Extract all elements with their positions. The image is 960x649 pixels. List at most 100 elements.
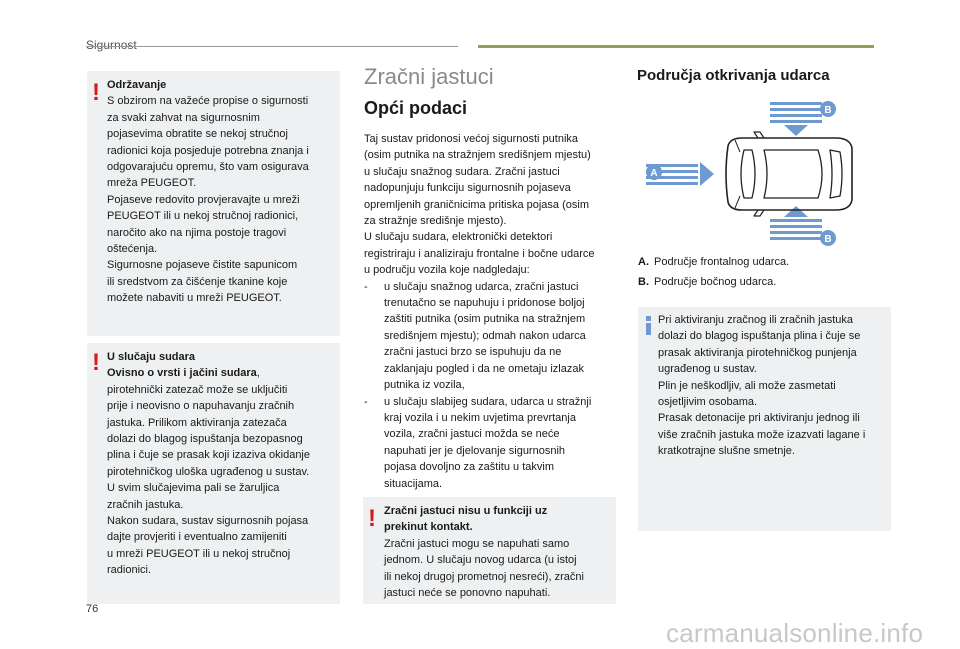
airbags-body: Taj sustav pridonosi većoj sigurnosti pu…	[364, 131, 620, 492]
bullet-line: vozila, zračni jastuci možda se neće	[384, 428, 560, 441]
body-line: u području vozila koje nadgledaju:	[364, 264, 530, 277]
info-line: ugrađenog u sustav.	[658, 363, 757, 376]
inactive-line: ili nekoj drugoj prometnoj nesreći), zra…	[384, 570, 584, 583]
collision-line: plina i čuje se prasak koji izaziva okid…	[107, 449, 310, 462]
bullet-line: središnjem mjestu); odmah nakon udarca	[384, 329, 586, 342]
collision-line: Nakon sudara, sustav sigurnosnih pojasa	[107, 515, 309, 528]
legend-item-b: B. Područje bočnog udarca.	[638, 276, 776, 288]
bullet-line: trenutačno se napuhuju i pridonose boljo…	[384, 297, 585, 310]
maintenance-line: naročito ako na njima postoje tragovi	[107, 226, 287, 239]
car-top-view	[725, 131, 853, 217]
inactive-line: jednom. U slučaju novog udarca (u istoj	[384, 554, 577, 567]
label-b-top-text: B	[824, 105, 831, 116]
bullet-item: u slučaju slabijeg sudara, udarca u stra…	[364, 394, 620, 492]
legend-key: A.	[638, 256, 649, 268]
label-b-bottom-text: B	[824, 234, 831, 245]
side-impact-arrows-top	[770, 102, 822, 136]
header-rule-left	[86, 46, 458, 47]
label-a: A	[646, 164, 662, 180]
legend-item-a: A. Područje frontalnog udarca.	[638, 256, 789, 268]
page-subtitle: Opći podaci	[364, 98, 468, 118]
legend-key: B.	[638, 276, 649, 288]
maintenance-line: mreža PEUGEOT.	[107, 177, 197, 190]
info-line: Pri aktiviranju zračnog ili zračnih jast…	[658, 314, 854, 326]
body-line: U slučaju sudara, elektronički detektori	[364, 231, 553, 244]
body-line: u slučaju snažnog sudara. Zračni jastuci	[364, 165, 560, 178]
maintenance-line: možete nabaviti u mreži PEUGEOT.	[107, 292, 282, 305]
collision-line: dajte provjeriti i eventualno zamijeniti	[107, 531, 287, 544]
page-number: 76	[86, 603, 99, 615]
bullet-item: u slučaju snažnog udarca, zračni jastuci…	[364, 279, 620, 394]
bullet-line: situacijama.	[384, 477, 443, 490]
info-box: Pri aktiviranju zračnog ili zračnih jast…	[638, 307, 891, 531]
info-line: prasak aktiviranja pirotehničkog punjenj…	[658, 346, 857, 359]
header-rule-right	[478, 45, 874, 48]
collision-line: zračnih jastuka.	[107, 498, 184, 511]
detection-title: Područja otkrivanja udarca	[637, 67, 830, 84]
bullet-line: pojasa dovoljno za zaštitu u takvim	[384, 461, 554, 474]
watermark: carmanualsonline.info	[666, 618, 924, 648]
inactive-title-line: Zračni jastuci nisu u funkciji uz	[384, 505, 548, 517]
inactive-line: jastuci neće se ponovno napuhati.	[384, 587, 551, 600]
maintenance-line: Pojaseve redovito provjeravajte u mreži	[107, 193, 300, 206]
bullet-line: zračni jastuci brzo se ispuhuju da ne	[384, 346, 562, 359]
body-line: nadopunjuju funkciju sigurnosnih pojasev…	[364, 182, 571, 195]
bullet-line: napuhati jer je djelovanje sigurnosnih	[384, 444, 566, 457]
airbag-inactive-warning-box: ! Zračni jastuci nisu u funkciji uz prek…	[363, 497, 616, 604]
impact-zones-diagram: B B A	[646, 101, 853, 246]
info-line: osjetljivim osobama.	[658, 396, 758, 409]
info-line: više zračnih jastuka može izazvati lagan…	[658, 428, 866, 441]
body-line: opremljenih graničnicima pritiska pojasa…	[364, 198, 589, 211]
info-icon	[646, 316, 651, 335]
info-line: kratkotrajne slušne smetnje.	[658, 445, 795, 458]
body-line: (osim putnika na stražnjem središnjem mj…	[364, 149, 591, 162]
collision-subtitle-rest: ,	[256, 367, 260, 380]
collision-subtitle-bold: Ovisno o vrsti i jačini sudara	[107, 367, 257, 380]
warning-icon: !	[92, 349, 100, 376]
bullet-line: kraj vozila i u nekim uvjetima prevrtanj…	[384, 411, 576, 424]
warning-icon: !	[92, 79, 100, 106]
info-line: Plin je neškodljiv, ali može zasmetati	[658, 379, 836, 392]
collision-subtitle: Ovisno o vrsti i jačini sudara,	[107, 365, 339, 381]
legend-text: Područje frontalnog udarca.	[654, 256, 790, 268]
inactive-line: Zračni jastuci mogu se napuhati samo	[384, 537, 570, 550]
maintenance-line: za svaki zahvat na sigurnosnim	[107, 111, 260, 124]
front-impact-arrows	[646, 162, 714, 186]
collision-line: radionici.	[107, 564, 152, 577]
maintenance-line: Sigurnosne pojaseve čistite sapunicom	[107, 259, 298, 272]
warning-icon: !	[368, 505, 376, 532]
label-b-top: B	[820, 101, 836, 117]
maintenance-warning-box: ! Održavanje S obzirom na važeće propise…	[87, 71, 340, 336]
maintenance-line: S obzirom na važeće propise o sigurnosti	[107, 95, 309, 108]
collision-line: pirotehnički zatezač može se uključiti	[107, 383, 288, 396]
collision-warning-box: ! U slučaju sudara Ovisno o vrsti i jači…	[87, 343, 340, 604]
bullet-line: u slučaju snažnog udarca, zračni jastuci	[384, 280, 579, 293]
legend-text: Područje bočnog udarca.	[654, 276, 777, 288]
info-line: dolazi do blagog ispuštanja plina i čuje…	[658, 330, 861, 343]
maintenance-line: oštećenja.	[107, 243, 158, 256]
inactive-title-line: prekinut kontakt.	[384, 521, 473, 534]
collision-line: prije i neovisno o napuhavanju zračnih	[107, 400, 295, 413]
side-impact-arrows-bottom	[770, 206, 822, 240]
section-header-label: Sigurnost	[86, 38, 137, 52]
collision-title: U slučaju sudara	[107, 351, 196, 363]
collision-line: dolazi do blagog ispuštanja bezopasnog	[107, 433, 303, 446]
maintenance-line: radionici koja posjeduje potrebna znanja…	[107, 144, 309, 157]
info-line: Prasak detonacije pri aktiviranju jednog…	[658, 412, 860, 425]
bullet-line: putnika iz vozila,	[384, 379, 465, 392]
bullet-line: u slučaju slabijeg sudara, udarca u stra…	[384, 395, 592, 408]
maintenance-line: odgovarajuću opremu, što vam osigurava	[107, 161, 309, 174]
collision-line: jastuka. Prilikom aktiviranja zatezača	[107, 416, 287, 429]
maintenance-line: ili sredstvom za čišćenje tkanine koje	[107, 275, 288, 288]
label-a-text: A	[650, 168, 657, 179]
label-b-bottom: B	[820, 230, 836, 246]
body-line: Taj sustav pridonosi većoj sigurnosti pu…	[364, 133, 579, 145]
body-line: registriraju i analiziraju frontalne i b…	[364, 247, 595, 260]
bullet-line: zaklanjaju pogled i da ne ometaju izlaza…	[384, 362, 584, 375]
body-line: za stražnje središnje mjesto).	[364, 215, 507, 228]
collision-line: U svim slučajevima pali se žaruljica	[107, 482, 280, 495]
collision-line: pirotehničkog uloška ugrađenog u sustav.	[107, 465, 310, 478]
maintenance-line: PEUGEOT ili u nekoj stručnoj radionici,	[107, 210, 299, 223]
bullet-line: zaštiti putnika (osim putnika na stražnj…	[384, 313, 586, 326]
maintenance-line: pojasevima obratite se nekoj stručnoj	[107, 128, 288, 141]
